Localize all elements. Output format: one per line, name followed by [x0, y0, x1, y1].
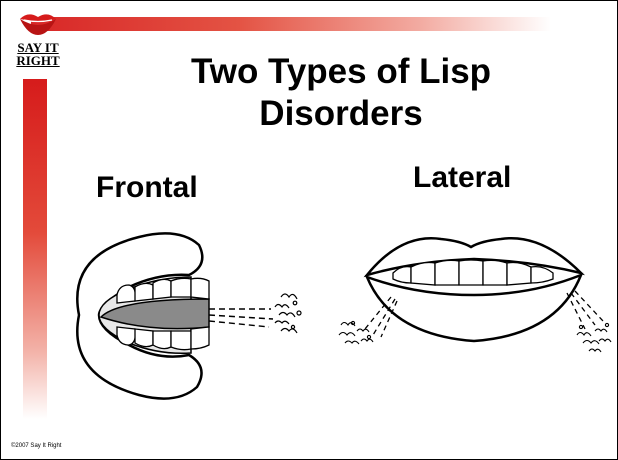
lateral-label: Lateral — [413, 161, 511, 195]
decorative-red-band-left — [23, 79, 47, 419]
frontal-lisp-mouth-illustration — [59, 215, 329, 415]
decorative-red-band-top — [31, 17, 551, 31]
logo-text: SAY IT RIGHT — [7, 41, 69, 67]
slide-title: Two Types of Lisp Disorders — [111, 51, 571, 135]
frontal-label: Frontal — [96, 171, 198, 205]
lateral-lisp-mouth-illustration — [331, 225, 617, 375]
copyright-footer: ©2007 Say It Right — [11, 443, 61, 449]
